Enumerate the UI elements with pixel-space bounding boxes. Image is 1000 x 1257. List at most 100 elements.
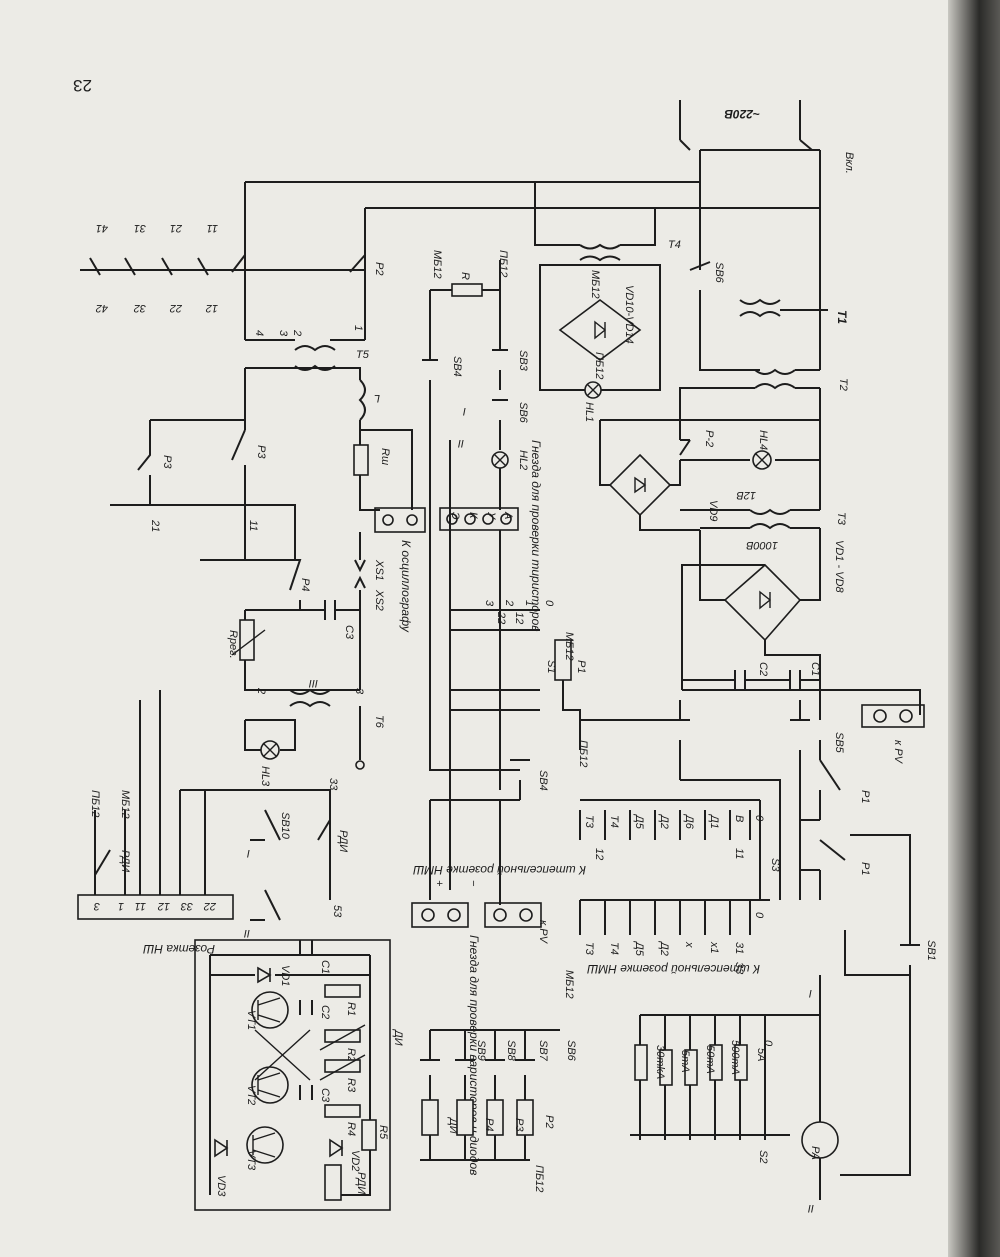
resistor-r bbox=[451, 283, 483, 297]
varistor-sockets bbox=[411, 902, 469, 928]
r-label: R bbox=[459, 272, 471, 280]
p1-contact-label: P1 bbox=[859, 790, 871, 803]
nsh-socket-label-2: К штепсельной розетке НМШ bbox=[586, 962, 760, 976]
shunt-5ma bbox=[659, 1049, 673, 1086]
di-rdi-label: РДИ bbox=[355, 1172, 367, 1194]
coil-btn-sb8: SB8 bbox=[505, 1040, 517, 1062]
coil-btn-sb9: SB9 bbox=[475, 1040, 487, 1061]
di-vd2-label: VD2 bbox=[349, 1150, 361, 1171]
di-vt2 bbox=[251, 1066, 289, 1104]
s2-roman-ii: II bbox=[808, 1202, 814, 1214]
p1-pb12: ПБ12 bbox=[577, 740, 589, 767]
s2-pos-30mka: 30mkA bbox=[654, 1045, 666, 1079]
s3-bot-tap-d5: Д5 bbox=[633, 940, 645, 957]
p3-label-2: P3 bbox=[161, 455, 173, 469]
binding-edge bbox=[948, 0, 1000, 1257]
t4-label: T4 bbox=[668, 239, 681, 251]
sb6-top-label: SB6 bbox=[713, 262, 725, 284]
k-pv-label-2: к PV bbox=[537, 920, 549, 945]
t3-high-label: 1000В bbox=[746, 539, 778, 551]
s3-top-sub-12: 12 bbox=[593, 848, 605, 860]
ladder-pb12: ПБ12 bbox=[533, 1165, 545, 1192]
di-c2-label: C2 bbox=[319, 1005, 331, 1019]
transformer-t2: T2 bbox=[679, 368, 849, 510]
left-term-11: 11 bbox=[207, 222, 218, 234]
thyr-roman-i: I bbox=[463, 405, 466, 417]
di-vt2-label: VT2 bbox=[245, 1085, 257, 1105]
supply-label: ~220В bbox=[724, 107, 760, 121]
t5-tap-3: 3 bbox=[277, 330, 289, 337]
s2-pos-500ma: 500mA bbox=[729, 1040, 741, 1075]
di-frame bbox=[194, 939, 391, 1211]
coil-p2-label: P2 bbox=[543, 1115, 555, 1128]
coil-btn-sb6: SB6 bbox=[565, 1040, 577, 1062]
page-number: 23 bbox=[73, 76, 92, 95]
sb10-label: SB10 bbox=[279, 812, 291, 840]
di-label: ДИ bbox=[392, 1028, 404, 1046]
capacitors-c1-c2: C2 C1 к PV bbox=[682, 662, 925, 765]
thyr-pb12: ПБ12 bbox=[497, 250, 509, 277]
c1-label: C1 bbox=[809, 662, 821, 676]
s1-pos-1: 1 bbox=[523, 600, 535, 606]
s1-pos-0: 0 bbox=[543, 600, 555, 607]
terminal-53: 53 bbox=[331, 905, 343, 918]
di-r5 bbox=[361, 1119, 377, 1151]
di-r2 bbox=[324, 1029, 361, 1043]
rreg-label: Rрег. bbox=[227, 630, 239, 659]
s2-range-switch: I 0 5А 500mA 50mA 5mA 30mkA S2 PA II bbox=[630, 975, 839, 1214]
nsh-pin-22: 22 bbox=[204, 900, 217, 912]
s1-tap-12: 12 bbox=[513, 612, 525, 624]
t6-tap-3: 3 bbox=[353, 688, 365, 695]
hl4-label: HL4 bbox=[757, 430, 769, 450]
di-r1 bbox=[324, 984, 361, 998]
transformer-t1: T1 bbox=[739, 298, 849, 324]
s3-bot-pos-0: 0 bbox=[753, 912, 765, 919]
shunt-30mka bbox=[634, 1044, 648, 1081]
t5-tap-1: 1 bbox=[352, 325, 364, 331]
power-switch-label: Вкл. bbox=[843, 152, 855, 174]
sb6-top: SB6 bbox=[689, 210, 821, 371]
s3-top-tap-t3: Т3 bbox=[583, 815, 595, 829]
di-r3-label: R3 bbox=[345, 1078, 357, 1093]
varistor-test-section: SB4 − + Гнезда для проверки варисторов и… bbox=[411, 400, 549, 1175]
ladder-mb12: МБ12 bbox=[563, 970, 575, 999]
left-term-31: 31 bbox=[134, 222, 146, 234]
p1-mb12: МБ12 bbox=[563, 632, 575, 661]
di-r4 bbox=[324, 1104, 361, 1118]
left-term-21: 21 bbox=[170, 222, 183, 234]
nsh-pin-11: 11 bbox=[135, 900, 146, 912]
s3-bot-tap-x1: x1 bbox=[708, 941, 720, 954]
mains-supply: ~220В Вкл. bbox=[245, 100, 855, 250]
terminal-33: 33 bbox=[327, 778, 339, 791]
sb10-contact-i: I bbox=[247, 847, 250, 859]
oscillograph-label: К осциллографу bbox=[399, 540, 413, 633]
left-term-32: 32 bbox=[134, 302, 146, 314]
s3-bot-tap-t4: Т4 bbox=[608, 942, 620, 955]
resistor-rsh bbox=[353, 444, 369, 476]
p3-p4-section: P3 P3 11 21 P4 C3 Rрег. bbox=[110, 419, 360, 691]
hl1-label: HL1 bbox=[583, 402, 595, 422]
s3-top-tap-d5: Д5 bbox=[633, 813, 645, 830]
sb6-mid-label: SB6 bbox=[517, 402, 529, 424]
p2-label: P2 bbox=[373, 262, 385, 275]
t5-label: T5 bbox=[356, 349, 370, 361]
p1-contact-label-2: P1 bbox=[859, 862, 871, 875]
nsh-pin-3: 3 bbox=[93, 900, 100, 912]
s1-pos-3: 3 bbox=[483, 600, 495, 607]
c2-label: C2 bbox=[757, 662, 769, 676]
coil-p4-label: P4 bbox=[483, 1118, 495, 1131]
s3-top-tap-d1: Д1 bbox=[708, 813, 720, 829]
di-c3-label: C3 bbox=[319, 1088, 331, 1103]
transformer-t3: 12В 1000В T3 bbox=[680, 489, 847, 551]
di-block: ДИ C1 VD1 R1 VT1 R2 C2 R3 C3 VT2 bbox=[194, 939, 404, 1211]
t6-winding: III bbox=[309, 677, 318, 689]
rdi-contact-label: РДИ bbox=[337, 830, 349, 852]
sb3-label: SB3 bbox=[517, 350, 529, 372]
nsh-pin-12: 12 bbox=[158, 900, 170, 912]
di-c1-label: C1 bbox=[319, 960, 331, 974]
nsh-pb12: ПБ12 bbox=[89, 790, 101, 817]
thyr-pin-u: У bbox=[485, 511, 497, 520]
s3-top-tap-b: В bbox=[733, 815, 745, 822]
s3-bot-tap-31: 31 bbox=[733, 942, 745, 954]
